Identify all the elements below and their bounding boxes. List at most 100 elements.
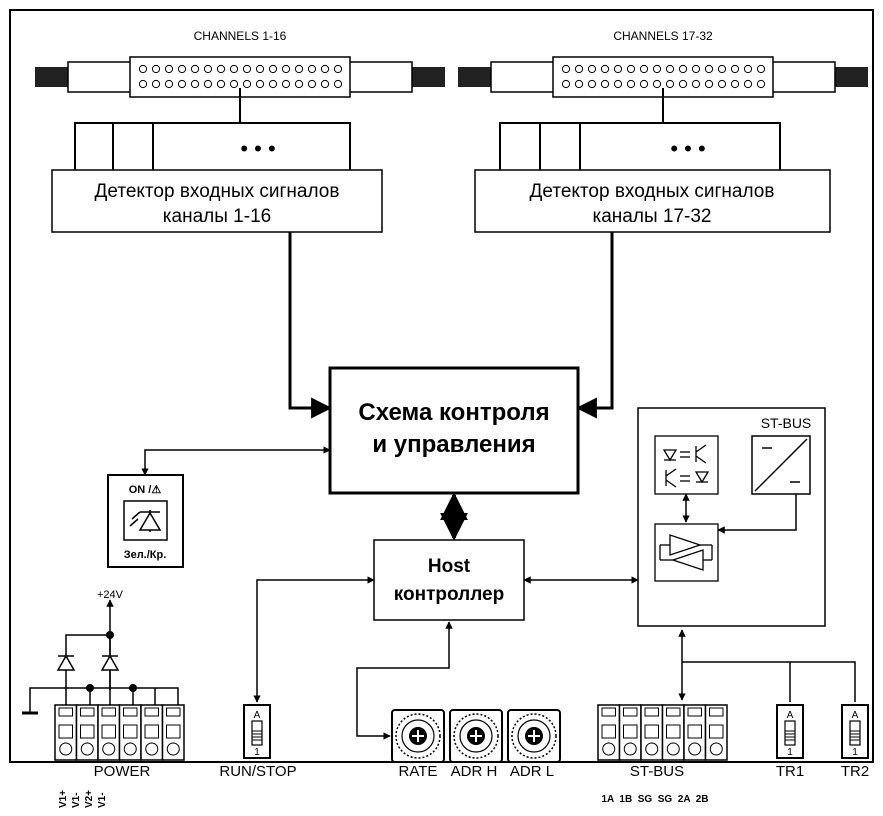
power-terminal-block: [54, 704, 185, 761]
host-box: [373, 539, 525, 621]
terminal-screw: [623, 742, 637, 756]
adr-l-label: ADR L: [510, 763, 554, 780]
connector-pin: [678, 64, 688, 74]
connector-right: [458, 56, 868, 98]
connector-pin: [717, 79, 727, 89]
runstop-link: [253, 576, 375, 703]
terminal-screw: [145, 742, 159, 756]
runstop-label: RUN/STOP: [219, 763, 296, 780]
connector-pin: [756, 79, 766, 89]
terminal-tab: [123, 707, 138, 717]
connector-pin: [626, 79, 636, 89]
connector-latch-right: [834, 67, 868, 87]
dcdc-converter-icon: [751, 435, 811, 495]
switch-pos-1: 1: [254, 747, 260, 758]
rate-label: RATE: [399, 763, 438, 780]
tr2-label: TR2: [841, 763, 869, 780]
bus-right: [499, 88, 781, 170]
terminal-slot: [709, 724, 724, 739]
connector-pin: [164, 79, 174, 89]
connector-pin: [730, 79, 740, 89]
terminal-tab: [144, 707, 159, 717]
detector-right-line1: Детектор входных сигналов: [530, 181, 775, 202]
connector-pin: [177, 64, 187, 74]
switch-pos-a: A: [787, 710, 794, 721]
connector-pin: [190, 79, 200, 89]
terminal-screw: [166, 742, 180, 756]
connector-pin: [561, 79, 571, 89]
terminal-slot: [123, 724, 138, 739]
connector-pin: [678, 79, 688, 89]
connector-pin: [320, 79, 330, 89]
tr1-switch[interactable]: A1: [776, 704, 804, 759]
power-pin-label: V1-: [71, 792, 82, 808]
power-label: POWER: [94, 763, 151, 780]
connector-pin: [587, 64, 597, 74]
terminal-screw: [709, 742, 723, 756]
terminal-screw: [80, 742, 94, 756]
dcdc-to-transceiver-link: [717, 494, 797, 534]
rate-rotary-switch[interactable]: [391, 709, 445, 763]
terminal-slot: [666, 724, 681, 739]
runstop-switch[interactable]: A1: [243, 704, 271, 759]
tr2-switch[interactable]: A1: [841, 704, 869, 759]
connector-pin: [652, 64, 662, 74]
channels-right-label: CHANNELS 17-32: [613, 29, 713, 43]
connector-pin: [756, 64, 766, 74]
switch-slot: [251, 720, 263, 746]
connector-latch-right: [411, 67, 445, 87]
connector-pin: [574, 79, 584, 89]
connector-pin: [639, 64, 649, 74]
tr1-label: TR1: [776, 763, 804, 780]
stbus-module-label: ST-BUS: [761, 415, 812, 431]
adr-h-rotary-switch[interactable]: [449, 709, 503, 763]
control-box: [328, 366, 580, 495]
terminal-screw: [645, 742, 659, 756]
connector-pin: [190, 64, 200, 74]
adr-l-rotary-switch[interactable]: [507, 709, 561, 763]
stbus-terminal-label: ST-BUS: [630, 763, 684, 780]
connector-pin: [307, 79, 317, 89]
detector-right-box: [474, 169, 831, 233]
bus-left-dots: • • •: [240, 136, 275, 161]
connector-pin: [255, 64, 265, 74]
terminal-screw: [666, 742, 680, 756]
switch-slot: [849, 720, 861, 746]
terminal-tab: [666, 707, 681, 717]
connector-pin: [229, 64, 239, 74]
rotary-link: [356, 621, 453, 740]
connector-pin: [242, 64, 252, 74]
connector-pin: [600, 64, 610, 74]
connector-pin: [691, 64, 701, 74]
detector-left-line2: каналы 1-16: [163, 206, 271, 227]
connector-pin: [307, 64, 317, 74]
terminal-tab: [58, 707, 73, 717]
host-line2: контроллер: [394, 584, 504, 605]
terminal-tab: [101, 707, 116, 717]
switch-slot: [784, 720, 796, 746]
switch-pos-a: A: [852, 710, 859, 721]
control-line1: Схема контроля: [358, 399, 549, 426]
led-top-label: ON /⚠: [129, 484, 162, 496]
terminal-slot: [101, 724, 116, 739]
connector-pin: [151, 79, 161, 89]
connector-pin: [138, 79, 148, 89]
connector-pin: [574, 64, 584, 74]
stbus-terminal-links: [678, 629, 856, 702]
bus-left: [74, 88, 351, 170]
connector-pin: [717, 64, 727, 74]
connector-pin: [587, 79, 597, 89]
power-junction-dots: [86, 631, 137, 692]
power-pin-label: V2+: [84, 790, 95, 808]
connector-pin: [730, 64, 740, 74]
connector-pin: [561, 64, 571, 74]
bus-right-dots: • • •: [670, 136, 705, 161]
connector-pin: [203, 79, 213, 89]
detector-left-line1: Детектор входных сигналов: [95, 181, 340, 202]
connector-pin: [333, 64, 343, 74]
switch-pos-a: A: [254, 710, 261, 721]
connector-pin: [242, 79, 252, 89]
connector-pin: [639, 79, 649, 89]
